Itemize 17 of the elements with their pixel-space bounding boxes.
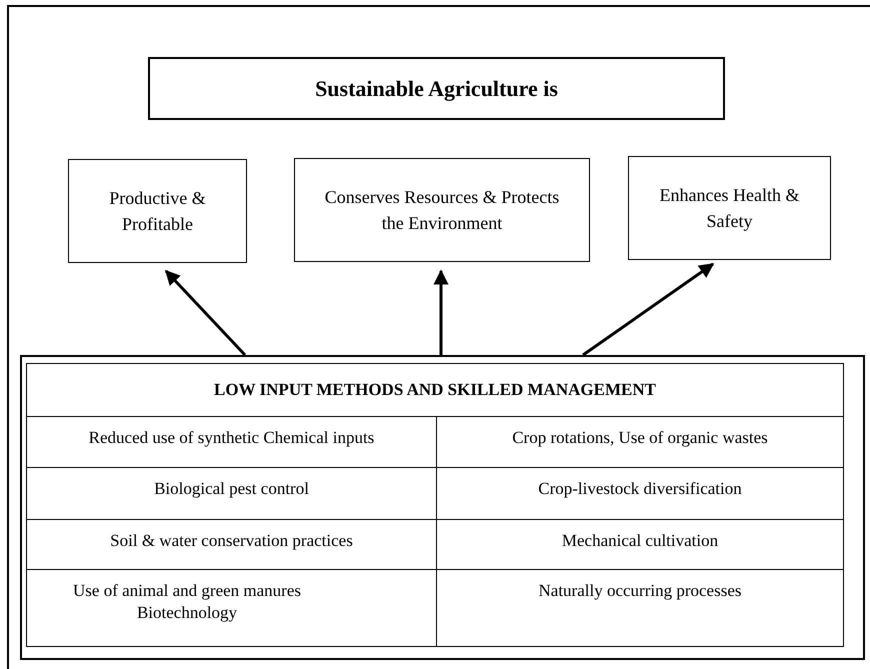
outcome-box: Conserves Resources & Protects the Environment (294, 158, 590, 262)
table-cell: Reduced use of synthetic Chemical inputs (27, 416, 436, 467)
table-cell: Use of animal and green manures Biotechnology (27, 569, 436, 647)
outcome-box: Productive & Profitable (68, 159, 247, 263)
table-cell: Crop rotations, Use of organic wastes (436, 416, 843, 467)
table-cell: Naturally occurring processes (436, 569, 843, 647)
table-cell: Biological pest control (27, 467, 436, 519)
table-cell: Mechanical cultivation (436, 519, 843, 569)
arrow (582, 262, 714, 356)
arrow (434, 270, 448, 355)
arrow (164, 270, 246, 356)
table-cell: Soil & water conservation practices (27, 519, 436, 569)
table-cell: Crop-livestock diversification (436, 467, 843, 519)
outcome-box: Enhances Health & Safety (628, 156, 831, 260)
table-header: LOW INPUT METHODS AND SKILLED MANAGEMENT (213, 379, 657, 401)
title-box: Sustainable Agriculture is (148, 57, 725, 120)
table-frame (20, 355, 865, 660)
